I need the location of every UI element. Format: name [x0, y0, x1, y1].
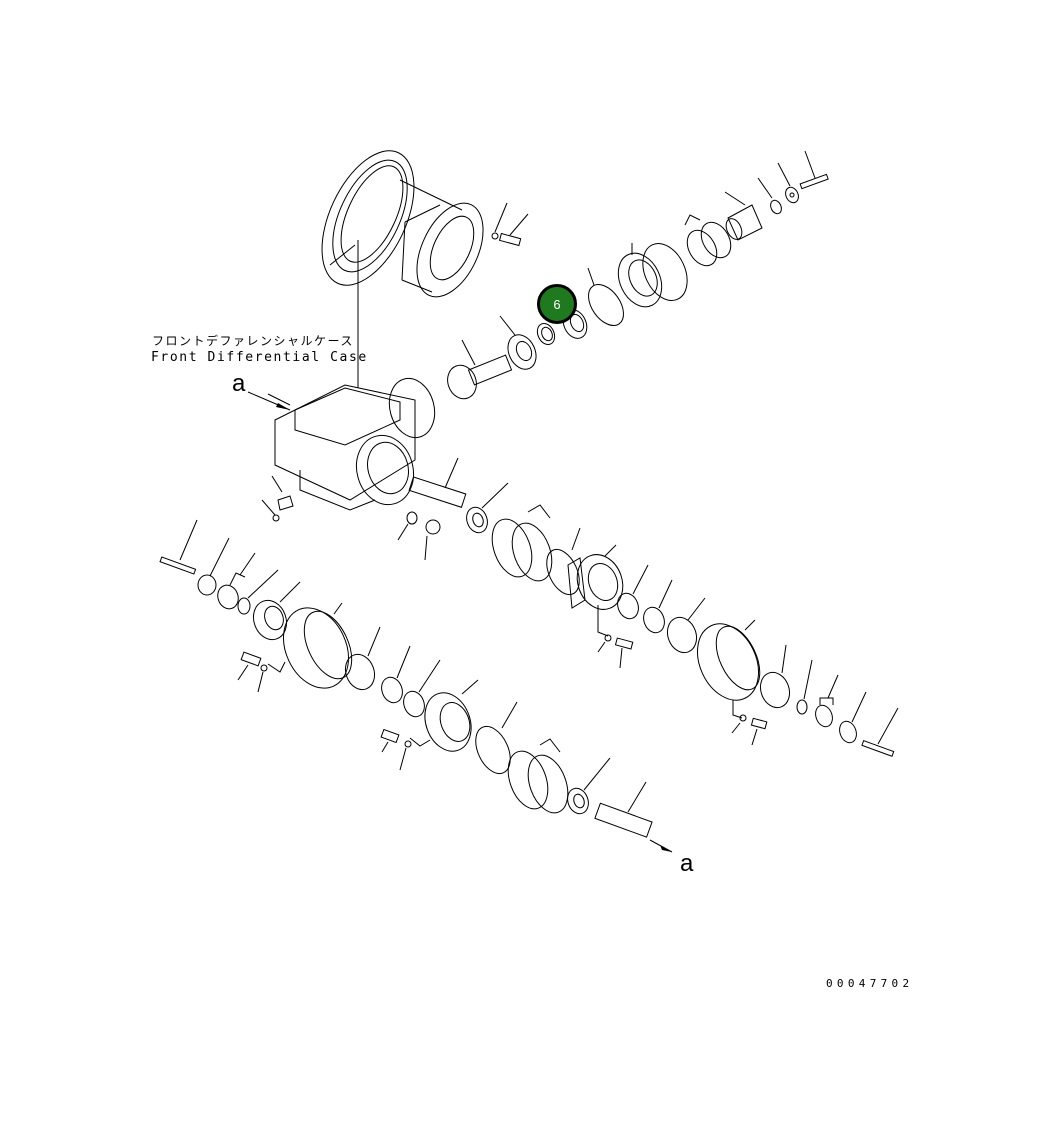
end-washer	[777, 162, 799, 204]
shims	[684, 214, 732, 267]
small-o-ring	[757, 177, 782, 215]
bleeder-plug	[397, 511, 441, 561]
reference-mark-bottom: a	[680, 850, 694, 877]
bearing-spacer	[536, 322, 556, 346]
lower-bolt	[159, 519, 279, 615]
lower-cage	[380, 679, 479, 771]
coupling-sleeve	[724, 191, 763, 241]
yoke	[759, 644, 899, 757]
lower-dust-cover	[237, 602, 353, 693]
case-label-english: Front Differential Case	[151, 350, 368, 365]
seal-ring	[617, 564, 673, 634]
reference-mark-top: a	[232, 370, 246, 397]
shaft-o-ring	[546, 527, 581, 596]
o-ring	[587, 267, 624, 326]
case-label-japanese: フロントデファレンシャルケース	[152, 334, 354, 348]
differential-carrier	[399, 179, 484, 298]
lower-o-ring	[475, 701, 518, 775]
shaft-cage	[567, 544, 634, 669]
top-arrow	[247, 391, 291, 411]
case-plug	[261, 475, 294, 522]
part-callout-6[interactable]: 6	[537, 284, 577, 324]
pinion-gear	[447, 339, 513, 400]
bearing-cage	[617, 243, 688, 308]
cage-shims	[491, 504, 553, 582]
dust-cover	[697, 619, 768, 746]
callout-number: 6	[553, 296, 561, 312]
carrier-bolt	[491, 202, 529, 247]
input-shaft	[408, 457, 467, 508]
shaft-bearing	[466, 482, 509, 534]
end-bolt	[799, 150, 829, 190]
lower-yoke	[252, 581, 301, 641]
front-differential-case	[267, 377, 436, 511]
output-shaft	[594, 781, 673, 853]
ring-gear	[321, 150, 415, 395]
lower-shims	[507, 738, 569, 814]
drawing-number: 00047702	[826, 977, 914, 990]
oil-seal	[666, 597, 706, 654]
lower-seals	[344, 626, 441, 718]
lower-bearing	[567, 757, 611, 815]
pinion-bearing	[499, 315, 537, 370]
